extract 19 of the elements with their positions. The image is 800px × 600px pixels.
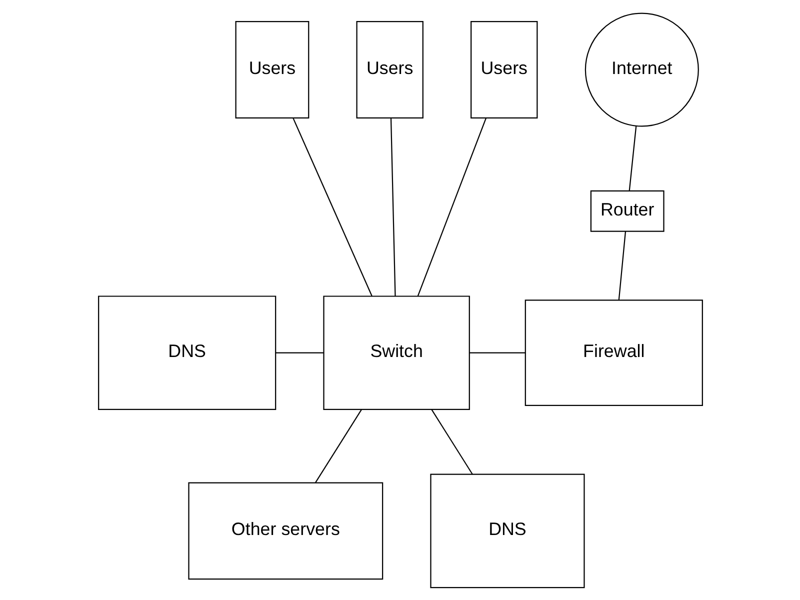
connector [292,117,372,296]
node-box: Users [356,20,423,118]
node-box: Switch [322,295,470,410]
node-box: DNS [430,473,584,588]
node-box: DNS [98,295,276,410]
connector [430,408,472,474]
node-box: Other servers [188,482,383,580]
connector [618,230,626,300]
connector [390,118,396,296]
node-circle: Internet [584,12,698,126]
connector [314,408,362,482]
connector [416,117,486,296]
node-box: Router [590,190,664,232]
node-box: Users [234,20,309,118]
connector [628,125,636,190]
connector [469,352,525,353]
node-box: Users [470,20,538,118]
connector [275,352,323,353]
node-box: Firewall [524,299,702,406]
